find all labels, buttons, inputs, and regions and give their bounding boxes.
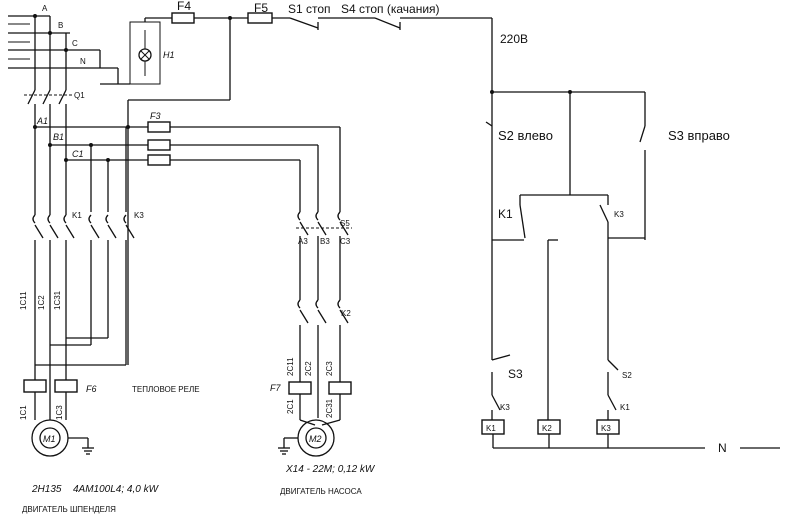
- voltage-label: 220В: [500, 32, 528, 46]
- wire-2c2-label: 2C2: [304, 361, 313, 376]
- top-control-line: [127, 12, 493, 365]
- phase-b-label: B: [58, 21, 63, 30]
- wire-2c1-label: 2C1: [286, 399, 295, 414]
- k1-interlock-label: K1: [620, 403, 630, 412]
- wire-1c3-label: 1C3: [55, 405, 64, 420]
- wire-1c2-label: 1C2: [37, 295, 46, 310]
- s1-stop-label: S1 стоп: [288, 2, 331, 16]
- wire-2c11-label: 2C11: [286, 357, 295, 376]
- pump-spec: Х14 - 22М; 0,12 kW: [285, 464, 376, 475]
- neutral-right-label: N: [718, 441, 727, 455]
- coil-k2-label: K2: [542, 424, 552, 433]
- lamp-label: H1: [163, 50, 175, 60]
- bus-c1-label: C1: [72, 149, 84, 159]
- motor-m2: [278, 419, 335, 457]
- pump-caption: ДВИГАТЕЛЬ НАСОСА: [280, 487, 362, 496]
- k3-interlock-label: K3: [500, 403, 510, 412]
- spindle-motor-spec: 4АМ100L4; 4,0 kW: [73, 484, 160, 495]
- lamp-h1: [129, 21, 161, 85]
- s4-stop-label: S4 стоп (качания): [341, 2, 440, 16]
- fuse-f3-label: F3: [150, 111, 161, 121]
- phase-a-label: A: [42, 4, 48, 13]
- breaker-label: Q1: [74, 91, 85, 100]
- bus-b3-label: B3: [320, 237, 330, 246]
- thermal-relay-f6: [23, 345, 78, 420]
- thermal-f7-label: F7: [270, 383, 281, 393]
- fuse-f5-label: F5: [254, 1, 268, 15]
- thermal-relay-caption: ТЕПЛОВОЕ РЕЛЕ: [132, 385, 200, 394]
- k3-hold-label: K3: [614, 210, 624, 219]
- s3-interlock-label: S3: [508, 367, 523, 381]
- s2-left-label: S2 влево: [498, 128, 553, 143]
- motor-m1: [31, 419, 94, 457]
- breaker-q1: [24, 89, 72, 200]
- control-circuit: [481, 90, 780, 449]
- phase-c-label: C: [72, 39, 78, 48]
- wire-1c31-label: 1C31: [53, 290, 62, 310]
- k3-contact-label: K3: [134, 211, 144, 220]
- bus-b1-label: B1: [53, 132, 64, 142]
- internal-buses: [33, 121, 341, 212]
- bus-a1-label: A1: [36, 116, 48, 126]
- s2-interlock-label: S2: [622, 371, 632, 380]
- neutral-label: N: [80, 57, 86, 66]
- k2-contact-label: K2: [341, 309, 351, 318]
- s5-label: S5: [340, 219, 350, 228]
- k1-contact-label: K1: [72, 211, 82, 220]
- pump-contacts: [288, 211, 352, 426]
- bus-a3-label: A3: [298, 237, 308, 246]
- wire-2c3-label: 2C3: [325, 361, 334, 376]
- motor-m2-label: M2: [309, 434, 322, 444]
- coil-k1-label: K1: [486, 424, 496, 433]
- spindle-model: 2Н135: [31, 484, 62, 495]
- spindle-contactors: [32, 200, 135, 380]
- coil-k3-label: K3: [601, 424, 611, 433]
- s3-right-label: S3 вправо: [668, 128, 730, 143]
- wire-1c11-label: 1C11: [19, 291, 28, 310]
- wire-2c31-label: 2C31: [325, 398, 334, 418]
- supply-lines: [8, 14, 130, 90]
- bus-c3-label: C3: [340, 237, 351, 246]
- spindle-caption: ДВИГАТЕЛЬ ШПЕНДЕЛЯ: [22, 505, 116, 514]
- thermal-f6-label: F6: [86, 384, 97, 394]
- k1-hold-label: K1: [498, 207, 513, 221]
- wire-1c1-label: 1C1: [19, 405, 28, 420]
- fuse-f4-label: F4: [177, 0, 191, 13]
- motor-m1-label: M1: [43, 434, 56, 444]
